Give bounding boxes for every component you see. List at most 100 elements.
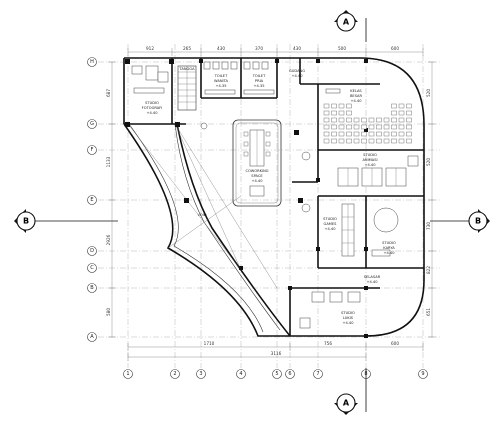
grid-col-7: 7 [313, 369, 323, 379]
svg-text:COWORKING: COWORKING [245, 169, 268, 173]
classroom-seat [361, 117, 367, 123]
void-lines [127, 123, 278, 289]
svg-text:430: 430 [217, 46, 225, 51]
classroom-seat [353, 138, 360, 144]
section-marker-a-bottom: A [334, 393, 358, 415]
svg-text:520: 520 [426, 158, 431, 166]
stair [177, 65, 197, 111]
classroom-seat [323, 110, 330, 116]
classroom-seat [406, 138, 412, 144]
svg-text:TANGGA: TANGGA [178, 67, 195, 71]
svg-text:KELAS: KELAS [350, 89, 362, 93]
svg-text:370: 370 [255, 46, 263, 51]
classroom-seat [338, 138, 345, 144]
classroom-seat [383, 138, 390, 144]
room-label-studio-animasi: STUDIO ANIMASI +4.40 [362, 153, 377, 167]
svg-text:WANITA: WANITA [214, 79, 228, 83]
classroom-seat [376, 124, 382, 130]
classroom-seat [376, 117, 382, 123]
grid-col-2: 2 [170, 369, 180, 379]
classroom-seat [338, 131, 345, 137]
classroom-seat [346, 138, 352, 144]
grid-col-4: 4 [236, 369, 246, 379]
plant-icons [200, 122, 311, 213]
svg-text:600: 600 [391, 46, 399, 51]
classroom-seat [383, 124, 390, 130]
room-label-toilet-wanita: TOILET WANITA +4.35 [214, 74, 229, 88]
svg-text:ANIMASI: ANIMASI [362, 158, 377, 162]
classroom-seat [398, 117, 405, 123]
classroom-seat [346, 117, 352, 123]
classroom-seat [331, 124, 337, 130]
classroom-seat [406, 103, 412, 109]
svg-text:+4.35: +4.35 [215, 84, 226, 88]
svg-text:+4.40: +4.40 [364, 163, 376, 167]
section-marker-b-left: B [14, 209, 36, 233]
classroom-seat [338, 124, 345, 130]
room-label-kelas-besar: KELAS BESAR +4.40 [350, 89, 363, 103]
section-marker-b-right: B [468, 209, 490, 233]
svg-text:D: D [90, 248, 94, 254]
grid-row-d: D [87, 246, 97, 256]
grid-row-c: C [87, 263, 97, 273]
grid-row-bubbles: H G F E D C B A [87, 57, 97, 342]
svg-text:912: 912 [146, 46, 154, 51]
svg-text:STUDIO: STUDIO [145, 101, 159, 105]
svg-text:TOILET: TOILET [214, 74, 228, 78]
svg-text:651: 651 [426, 308, 431, 316]
classroom-seat [331, 117, 337, 123]
classroom-seat [353, 117, 360, 123]
svg-text:7: 7 [316, 371, 319, 377]
classroom-seat [406, 110, 412, 116]
classroom-seat [383, 117, 390, 123]
classroom-seat [391, 110, 397, 116]
svg-text:PRIA: PRIA [255, 79, 264, 83]
svg-text:TOILET: TOILET [252, 74, 266, 78]
room-label-void: VOID [197, 213, 206, 217]
grid-row-b: B [87, 283, 97, 293]
grid-col-9: 9 [418, 369, 428, 379]
grid-col-bubbles: 1 2 3 4 5 6 7 8 9 [123, 369, 428, 379]
classroom-seat [331, 131, 337, 137]
svg-text:500: 500 [338, 46, 346, 51]
toilet-fixtures [203, 61, 275, 95]
svg-text:1: 1 [126, 371, 129, 377]
classroom-seat [391, 124, 397, 130]
classroom-seat [376, 138, 382, 144]
svg-text:730: 730 [426, 222, 431, 230]
svg-text:STUDIO: STUDIO [363, 153, 377, 157]
classroom-seat [406, 117, 412, 123]
section-markers: A A B B [14, 10, 490, 415]
classroom-seat [391, 138, 397, 144]
furniture-studio-games [341, 203, 355, 257]
svg-text:265: 265 [183, 46, 191, 51]
svg-text:C: C [90, 265, 94, 271]
classroom-seat [361, 124, 367, 130]
interior-walls [124, 58, 424, 336]
svg-text:VOID: VOID [197, 213, 206, 217]
svg-text:4: 4 [239, 371, 242, 377]
svg-text:1710: 1710 [204, 341, 215, 346]
classroom-seat [323, 117, 330, 123]
grid-row-h: H [87, 57, 97, 67]
svg-text:STUDIO: STUDIO [323, 217, 337, 221]
classroom-seat [383, 131, 390, 137]
exterior-walls [123, 57, 425, 337]
grid-col-5: 5 [272, 369, 282, 379]
svg-text:2926: 2926 [106, 234, 111, 245]
svg-text:A: A [90, 334, 94, 340]
grid-row-e: E [87, 195, 97, 205]
svg-text:+4.40: +4.40 [324, 227, 336, 231]
svg-text:GUDANG: GUDANG [289, 69, 305, 73]
classroom-seat [391, 117, 397, 123]
classroom-seat [346, 131, 352, 137]
dimension-left: 687 1133 2926 580 [106, 61, 116, 338]
classroom-seat [398, 138, 405, 144]
room-labels: STUDIO FOTOGRAFI +4.40 TANGGA TOILET WAN… [142, 67, 396, 325]
svg-text:6: 6 [288, 371, 291, 377]
svg-text:BESAR: BESAR [350, 94, 363, 98]
dimension-top: 912 265 430 370 430 500 600 [127, 46, 424, 56]
room-label-toilet-pria: TOILET PRIA +4.35 [252, 74, 266, 88]
svg-text:LUKIS: LUKIS [343, 316, 354, 320]
